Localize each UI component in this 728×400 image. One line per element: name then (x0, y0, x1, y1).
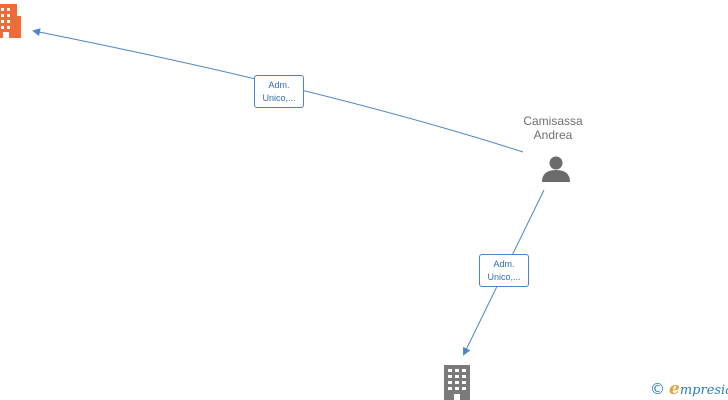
edge-label-top-line1: Adm. (268, 80, 290, 90)
person-name-line1: Camisassa (523, 114, 583, 128)
person-name-label[interactable]: Camisassa Andrea (505, 114, 601, 142)
building-icon-top[interactable] (0, 4, 21, 38)
person-name-line2: Andrea (533, 128, 573, 142)
empresia-watermark: ©empresia (650, 379, 728, 399)
edge-label-top[interactable]: Adm. Unico,... (254, 75, 304, 108)
edge-label-bottom[interactable]: Adm. Unico,... (479, 254, 529, 287)
edge-person-to-company-top[interactable] (32, 28, 524, 153)
edge-label-bottom-line1: Adm. (493, 259, 515, 269)
person-icon[interactable] (542, 156, 570, 183)
edge-label-top-line2: Unico,... (262, 93, 296, 103)
brand-logo-text: mpresia (679, 383, 728, 398)
brand-logo-e: e (669, 379, 680, 399)
edge-label-bottom-line2: Unico,... (487, 272, 521, 282)
building-icon-bottom[interactable] (444, 365, 470, 400)
copyright-icon: © (650, 380, 665, 398)
